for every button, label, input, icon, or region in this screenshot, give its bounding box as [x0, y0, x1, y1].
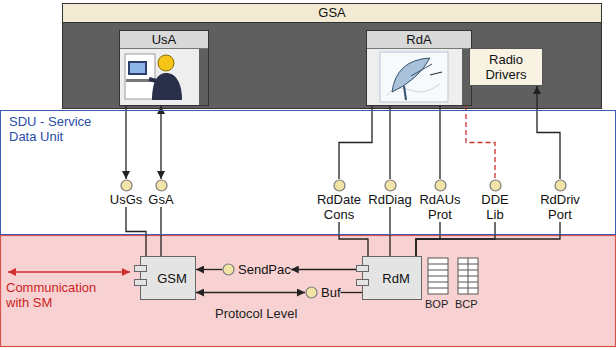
agent-box: RdA: [366, 30, 472, 106]
connector: [389, 106, 390, 179]
table-label: BCP: [455, 298, 478, 311]
port-circle: [385, 180, 396, 191]
component-symbol: [356, 265, 370, 291]
connector: [160, 106, 161, 179]
driver-box: Radio Drivers: [469, 48, 543, 86]
component-label: RdM: [382, 271, 409, 286]
port-circle: [554, 179, 567, 192]
level-label: Protocol Level: [215, 306, 297, 321]
connector: [341, 292, 362, 293]
label-slot: BOP: [425, 298, 448, 311]
user-icon: [125, 54, 182, 100]
interface-port: UsGs: [108, 179, 144, 207]
interface-port: RdDriv Port: [537, 179, 583, 222]
interface-port: DDE Lib: [472, 179, 518, 222]
port-label: DDE Lib: [472, 192, 518, 222]
component-box: GSM: [140, 256, 196, 300]
port-circle: [156, 180, 167, 191]
table-label: BOP: [425, 298, 448, 311]
port-circle: [490, 180, 501, 191]
interface-port: SendPac: [222, 262, 291, 277]
band-title: GSA: [63, 4, 601, 23]
component-label: GSM: [157, 271, 187, 286]
port-circle: [555, 180, 566, 191]
connector: [439, 106, 440, 179]
connector: [537, 86, 560, 179]
port-circle: [306, 287, 317, 298]
box-title: RdA: [367, 31, 471, 49]
interface-port: RdAUs Prot: [417, 179, 463, 222]
connector: [125, 106, 126, 179]
port-label: RdAUs Prot: [417, 192, 463, 222]
connector: [126, 207, 146, 256]
interface-note: Communication with SM: [6, 280, 110, 310]
port-circle: [334, 180, 345, 191]
port-circle: [120, 179, 133, 192]
port-label: RdDate Cons: [316, 192, 362, 222]
port-circle: [435, 180, 446, 191]
box-label: Radio Drivers: [474, 52, 538, 82]
table-symbol: [428, 258, 478, 294]
communication-arrow: [8, 271, 130, 273]
connector: [291, 269, 362, 270]
connector: [339, 222, 368, 256]
port-circle: [121, 180, 132, 191]
connector: [196, 292, 305, 293]
layer-band: SDU - Service Data UnitUsGsGsA RdDate Con…: [0, 110, 616, 235]
port-label: SendPac: [238, 262, 291, 277]
connector: [416, 222, 560, 256]
radar-icon: [380, 52, 448, 102]
port-label: RdDiag: [367, 192, 413, 207]
port-circle: [155, 179, 168, 192]
interface-port: GsA: [146, 179, 176, 207]
port-circle: [434, 179, 447, 192]
port-label: RdDriv Port: [537, 192, 583, 222]
component-box: RdM: [362, 256, 422, 300]
connector: [160, 207, 161, 256]
connector: [466, 106, 495, 179]
connector: [196, 269, 222, 270]
label-slot: Protocol Level: [215, 306, 297, 321]
port-circle: [305, 286, 318, 299]
interface-port: RdDate Cons: [316, 179, 362, 222]
agent-box: UsA: [119, 30, 209, 106]
port-label: UsGs: [108, 192, 144, 207]
port-circle: [222, 263, 235, 276]
connector: [389, 207, 390, 256]
label-slot: Communication with SM: [6, 280, 110, 310]
connector: [339, 106, 372, 179]
port-label: Buf: [321, 285, 341, 300]
box-title: UsA: [120, 31, 208, 49]
port-circle: [333, 179, 346, 192]
port-circle: [384, 179, 397, 192]
port-label: GsA: [146, 192, 176, 207]
system-body: [63, 23, 601, 108]
interface-port: Buf: [305, 285, 341, 300]
system-band: GSA UsA RdARadio Drivers: [62, 3, 602, 109]
port-circle: [223, 264, 234, 275]
protocol-band: [1, 236, 616, 347]
component-symbol: [134, 265, 148, 291]
interface-port: RdDiag: [367, 179, 413, 207]
port-circle: [489, 179, 502, 192]
band-title: SDU - Service Data Unit: [9, 114, 109, 144]
label-slot: BCP: [455, 298, 478, 311]
